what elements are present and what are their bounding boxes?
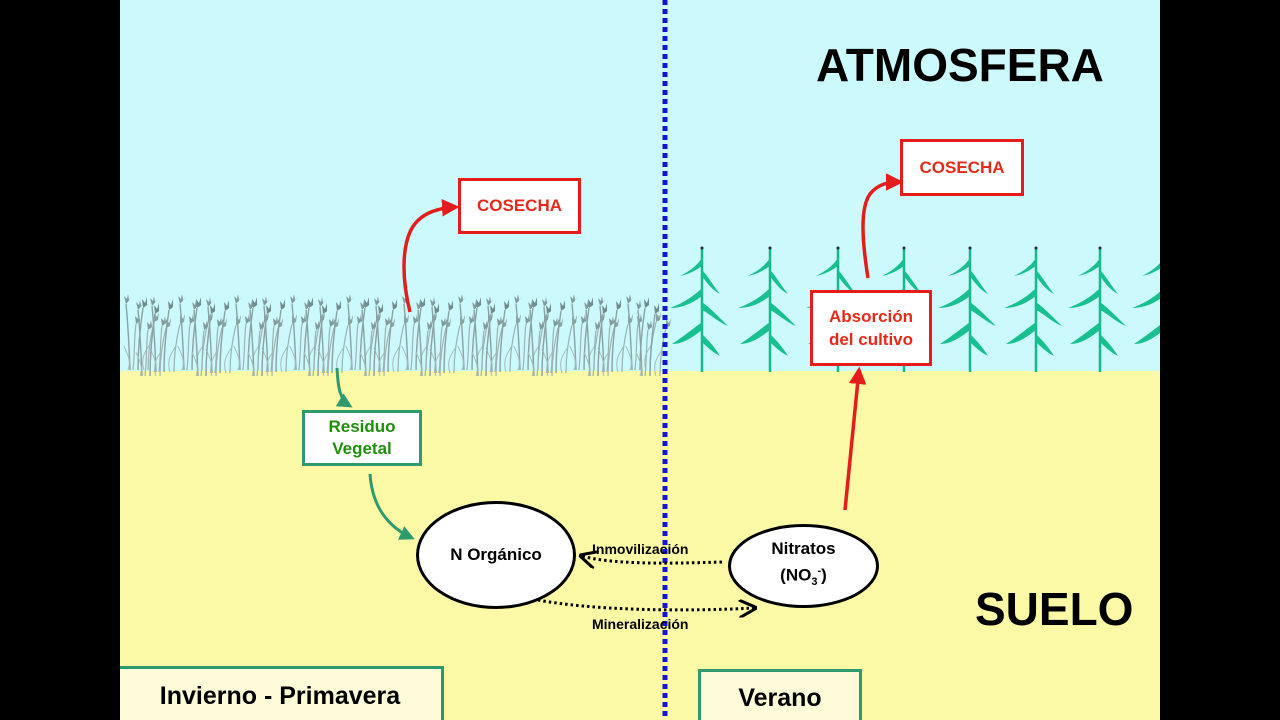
right-harvest-arrow <box>861 173 904 279</box>
organic-n-pool: N Orgánico <box>416 501 576 609</box>
wheat-field <box>123 293 672 377</box>
soil-zone <box>120 371 1160 720</box>
left-harvest-arrow <box>402 198 460 313</box>
organic-n-label: N Orgánico <box>450 545 542 564</box>
slide: ATMOSFERA SUELO COSECHA COSECHA Absorció… <box>120 0 1160 720</box>
nitrates-label: Nitratos <box>771 539 836 559</box>
crop-uptake-box: Absorción del cultivo <box>810 290 932 366</box>
uptake-arrow <box>843 366 867 511</box>
season-summer: Verano <box>698 669 862 720</box>
diagram-graphics <box>123 0 1160 720</box>
residue-to-organic-arrow <box>368 473 415 540</box>
atmosphere-title: ATMOSFERA <box>816 39 1104 91</box>
nitrates-pool: Nitratos (NO3-) <box>728 524 879 608</box>
nitrates-formula: (NO3-) <box>780 565 827 589</box>
mineralization-arrow <box>537 598 754 610</box>
left-harvest-box: COSECHA <box>458 178 581 234</box>
right-harvest-box: COSECHA <box>900 139 1024 196</box>
mineralization-label: Mineralización <box>592 616 689 632</box>
residue-input-arrow <box>335 367 353 408</box>
plant-residue-box: Residuo Vegetal <box>302 410 422 466</box>
immobilization-label: Inmovilización <box>592 541 689 557</box>
immobilization-arrow <box>582 556 723 563</box>
soil-title: SUELO <box>975 583 1134 635</box>
season-winter-spring: Invierno - Primavera <box>120 666 444 720</box>
